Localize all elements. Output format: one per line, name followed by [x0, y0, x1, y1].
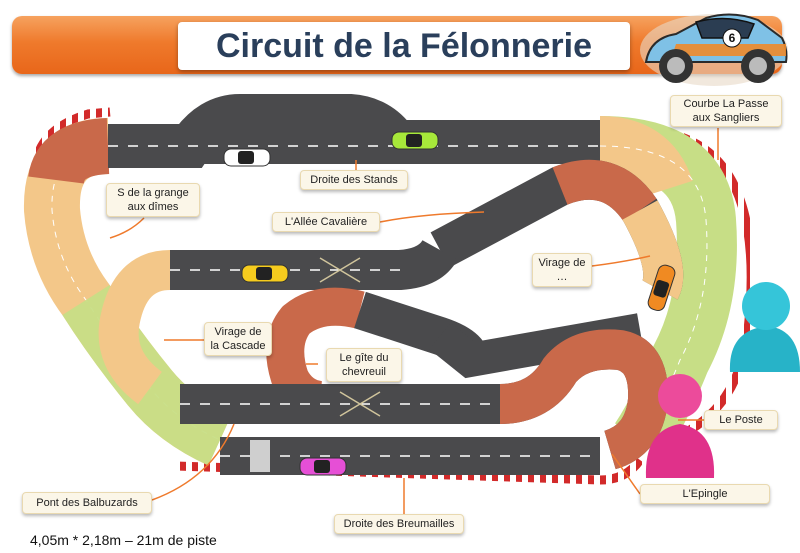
track-second-straight	[170, 238, 458, 290]
race-car-icon	[241, 264, 289, 283]
label-balbuzards: Pont des Balbuzards	[22, 492, 152, 514]
player-figure-icon	[729, 282, 800, 372]
label-cascade: Virage de la Cascade	[204, 322, 272, 356]
arrow-epingle	[611, 453, 641, 495]
race-car-icon	[223, 148, 271, 167]
arrow-s-grange	[109, 217, 145, 239]
race-car-icon	[299, 457, 347, 476]
label-virage-de: Virage de …	[532, 253, 592, 287]
arrow-allee	[379, 211, 485, 223]
label-poste: Le Poste	[704, 410, 778, 430]
arrow-balbuzards	[151, 423, 235, 501]
curb-bottom	[175, 457, 644, 485]
race-car-icon	[391, 131, 439, 150]
label-s-grange: S de la grange aux dîmes	[106, 183, 200, 217]
player-figure-icon	[645, 374, 715, 478]
arrow-virage-de	[591, 255, 651, 267]
race-car-icon	[647, 264, 676, 312]
track-dimensions: 4,05m * 2,18m – 21m de piste	[30, 532, 217, 548]
race-car-icon: 6	[640, 13, 788, 86]
track-left-brown	[28, 118, 111, 186]
page-title: Circuit de la Félonnerie	[178, 22, 630, 70]
label-breumailles: Droite des Breumailles	[334, 514, 464, 534]
label-stands: Droite des Stands	[300, 170, 408, 190]
label-epingle: L'Epingle	[640, 484, 770, 504]
label-allee: L'Allée Cavalière	[272, 212, 380, 232]
label-courbe: Courbe La Passe aux Sangliers	[670, 95, 782, 127]
label-gite: Le gîte du chevreuil	[326, 348, 402, 382]
car-number: 6	[729, 31, 736, 45]
